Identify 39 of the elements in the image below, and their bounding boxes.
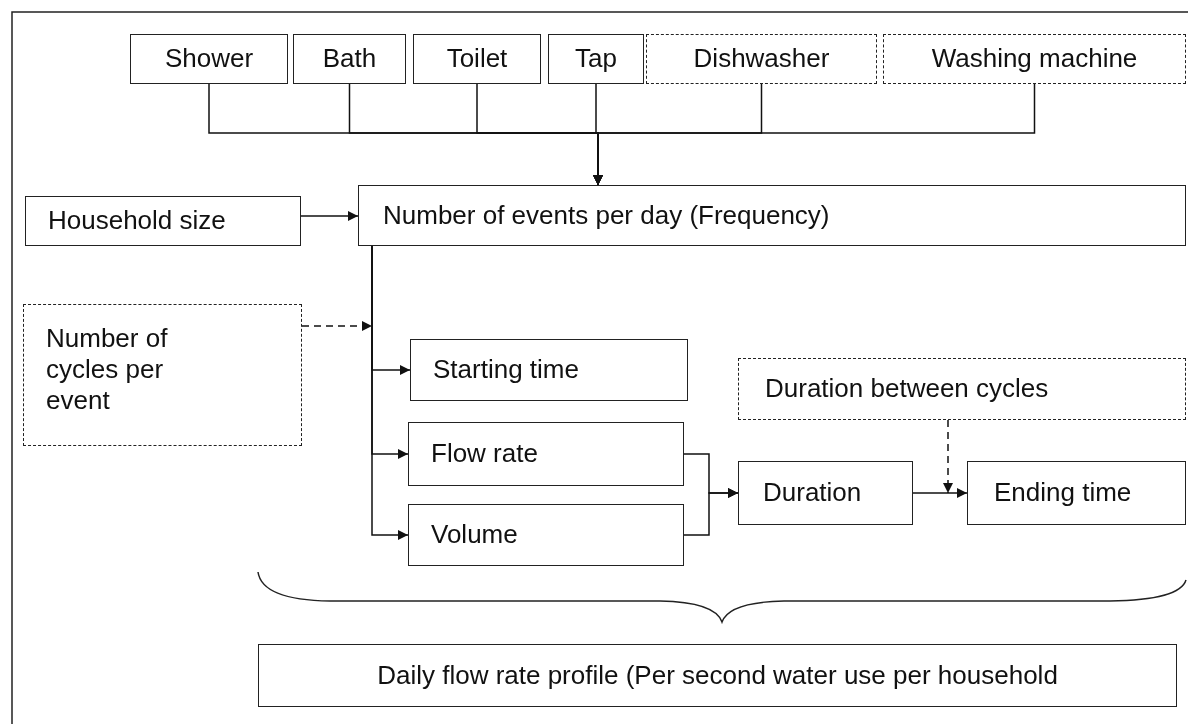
box-label: Duration between cycles bbox=[765, 373, 1049, 405]
box-label: Washing machine bbox=[931, 43, 1138, 75]
box-label: Flow rate bbox=[431, 438, 538, 470]
box-label: Toilet bbox=[446, 43, 508, 75]
process-box bbox=[413, 34, 541, 84]
process-box bbox=[408, 422, 684, 486]
box-label: Daily flow rate profile (Per second water use per household bbox=[377, 659, 1058, 692]
process-box bbox=[25, 196, 301, 246]
process-box bbox=[548, 34, 644, 84]
process-box bbox=[738, 358, 1186, 420]
process-box bbox=[410, 339, 688, 401]
arrow bbox=[301, 321, 373, 331]
process-box bbox=[258, 644, 1177, 707]
box-label: Dishwasher bbox=[693, 43, 830, 75]
box-label: Tap bbox=[575, 43, 617, 75]
arrow bbox=[300, 211, 359, 221]
box-label: Ending time bbox=[994, 477, 1132, 509]
process-box bbox=[646, 34, 877, 84]
box-label: Shower bbox=[164, 43, 254, 75]
process-box bbox=[293, 34, 406, 84]
process-box bbox=[408, 504, 684, 566]
box-label: Bath bbox=[322, 43, 377, 75]
box-label: Number of cycles per event bbox=[46, 323, 169, 417]
process-box bbox=[130, 34, 288, 84]
process-box bbox=[358, 185, 1186, 246]
arrow bbox=[912, 488, 968, 498]
process-box bbox=[883, 34, 1186, 84]
arrow bbox=[683, 488, 739, 536]
box-label: Starting time bbox=[433, 354, 579, 386]
box-label: Number of events per day (Frequency) bbox=[383, 199, 830, 232]
box-label: Duration bbox=[763, 477, 862, 509]
arrow bbox=[371, 245, 409, 540]
arrow bbox=[593, 83, 1036, 186]
box-label: Volume bbox=[431, 519, 518, 551]
arrow bbox=[943, 419, 953, 494]
process-box bbox=[23, 304, 302, 446]
box-label: Household size bbox=[48, 205, 226, 237]
process-box bbox=[738, 461, 913, 525]
process-box bbox=[967, 461, 1186, 525]
